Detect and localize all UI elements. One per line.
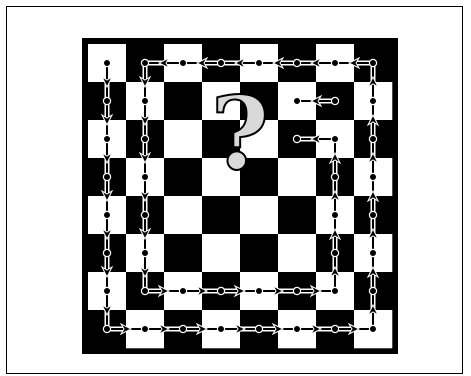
path-node: [141, 59, 148, 66]
path-node: [217, 59, 224, 66]
path-node: [331, 249, 338, 256]
path-node: [103, 173, 110, 180]
path-node: [217, 287, 224, 294]
path-node: [103, 249, 110, 256]
path-node: [331, 211, 338, 218]
path-node: [103, 97, 110, 104]
path-node: [103, 211, 110, 218]
path-node: [293, 97, 300, 104]
path-node: [103, 59, 110, 66]
path-node: [369, 59, 376, 66]
path-node: [217, 325, 224, 332]
path-node: [255, 325, 262, 332]
board-square: [164, 82, 202, 120]
board-square: [240, 234, 278, 272]
path-node: [141, 325, 148, 332]
path-node: [331, 325, 338, 332]
path-node: [293, 325, 300, 332]
path-node: [255, 287, 262, 294]
path-node: [293, 287, 300, 294]
path-node: [369, 325, 376, 332]
path-node: [179, 287, 186, 294]
path-node: [369, 287, 376, 294]
path-node: [331, 173, 338, 180]
path-node: [103, 325, 110, 332]
board-square: [278, 158, 316, 196]
path-node: [331, 135, 338, 142]
path-node: [141, 249, 148, 256]
question-mark-glyph: ?: [211, 75, 270, 193]
board-square: [240, 196, 278, 234]
path-node: [293, 59, 300, 66]
path-node: [141, 211, 148, 218]
board-square: [278, 196, 316, 234]
board-square: [164, 158, 202, 196]
path-node: [369, 173, 376, 180]
board-square: [164, 234, 202, 272]
board-square: [278, 234, 316, 272]
path-node: [141, 287, 148, 294]
board-square: [202, 196, 240, 234]
path-node: [369, 97, 376, 104]
path-node: [369, 249, 376, 256]
path-node: [103, 287, 110, 294]
board-square: [202, 234, 240, 272]
path-node: [141, 135, 148, 142]
path-node: [331, 59, 338, 66]
path-node: [141, 173, 148, 180]
path-node: [179, 59, 186, 66]
board-square: [164, 120, 202, 158]
chessboard: ?: [82, 38, 398, 354]
path-node: [293, 135, 300, 142]
path-node: [331, 287, 338, 294]
path-node: [179, 325, 186, 332]
question-mark-icon: ?: [211, 75, 270, 193]
path-node: [369, 211, 376, 218]
path-node: [331, 97, 338, 104]
path-node: [255, 59, 262, 66]
path-node: [141, 97, 148, 104]
board-square: [164, 196, 202, 234]
path-node: [369, 135, 376, 142]
path-node: [103, 135, 110, 142]
